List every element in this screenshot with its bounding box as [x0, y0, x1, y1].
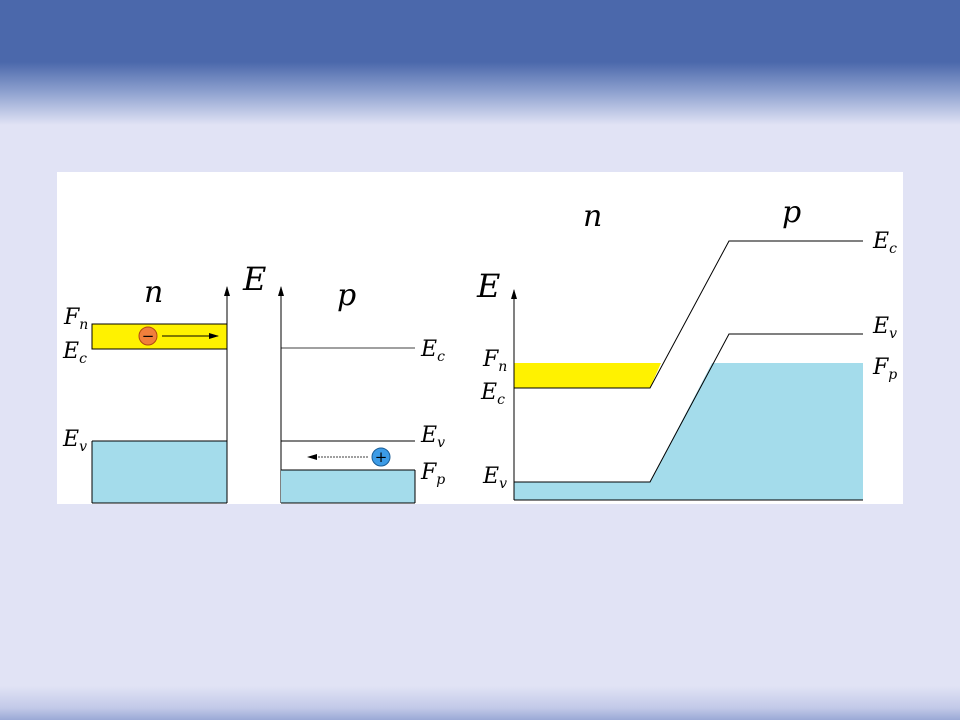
left-diagram: − n Fn Ec Ev E + p Ec Ev Fp	[62, 260, 445, 504]
right-energy-axis-label: E	[476, 267, 500, 305]
left-energy-axis-label: E	[242, 260, 266, 298]
electron-icon	[138, 326, 158, 346]
electron-symbol: −	[142, 327, 155, 345]
n-region-label: n	[144, 275, 163, 310]
right-diagram: E n p Fn Ec Ev Ec Ev Fp	[476, 195, 897, 501]
junction-p-label: p	[782, 195, 801, 230]
p-valence-band	[281, 470, 415, 503]
n-valence-band	[92, 441, 227, 503]
junction-fn-label: Fn	[482, 347, 507, 375]
junction-ev-line	[514, 333, 863, 483]
p-ev-label: Ev	[420, 423, 445, 451]
junction-valence-band	[514, 363, 863, 500]
junction-n-ec-label: Ec	[480, 380, 505, 408]
p-ec-label: Ec	[420, 337, 445, 365]
p-fp-label: Fp	[420, 460, 445, 488]
n-fermi-label: Fn	[63, 305, 88, 333]
junction-n-label: n	[583, 199, 602, 234]
junction-p-ev-label: Ev	[872, 314, 897, 342]
p-region-label: p	[337, 278, 356, 313]
n-ev-label: Ev	[62, 427, 87, 455]
footer-band	[0, 686, 960, 720]
header-band	[0, 0, 960, 125]
hole-symbol: +	[375, 448, 388, 466]
junction-n-ev-label: Ev	[482, 464, 507, 492]
n-ec-label: Ec	[62, 339, 87, 367]
junction-p-ec-label: Ec	[872, 229, 897, 257]
junction-fp-label: Fp	[872, 355, 897, 383]
hole-icon	[371, 447, 391, 467]
junction-electron-band	[514, 363, 661, 388]
junction-ec-line	[514, 240, 863, 389]
